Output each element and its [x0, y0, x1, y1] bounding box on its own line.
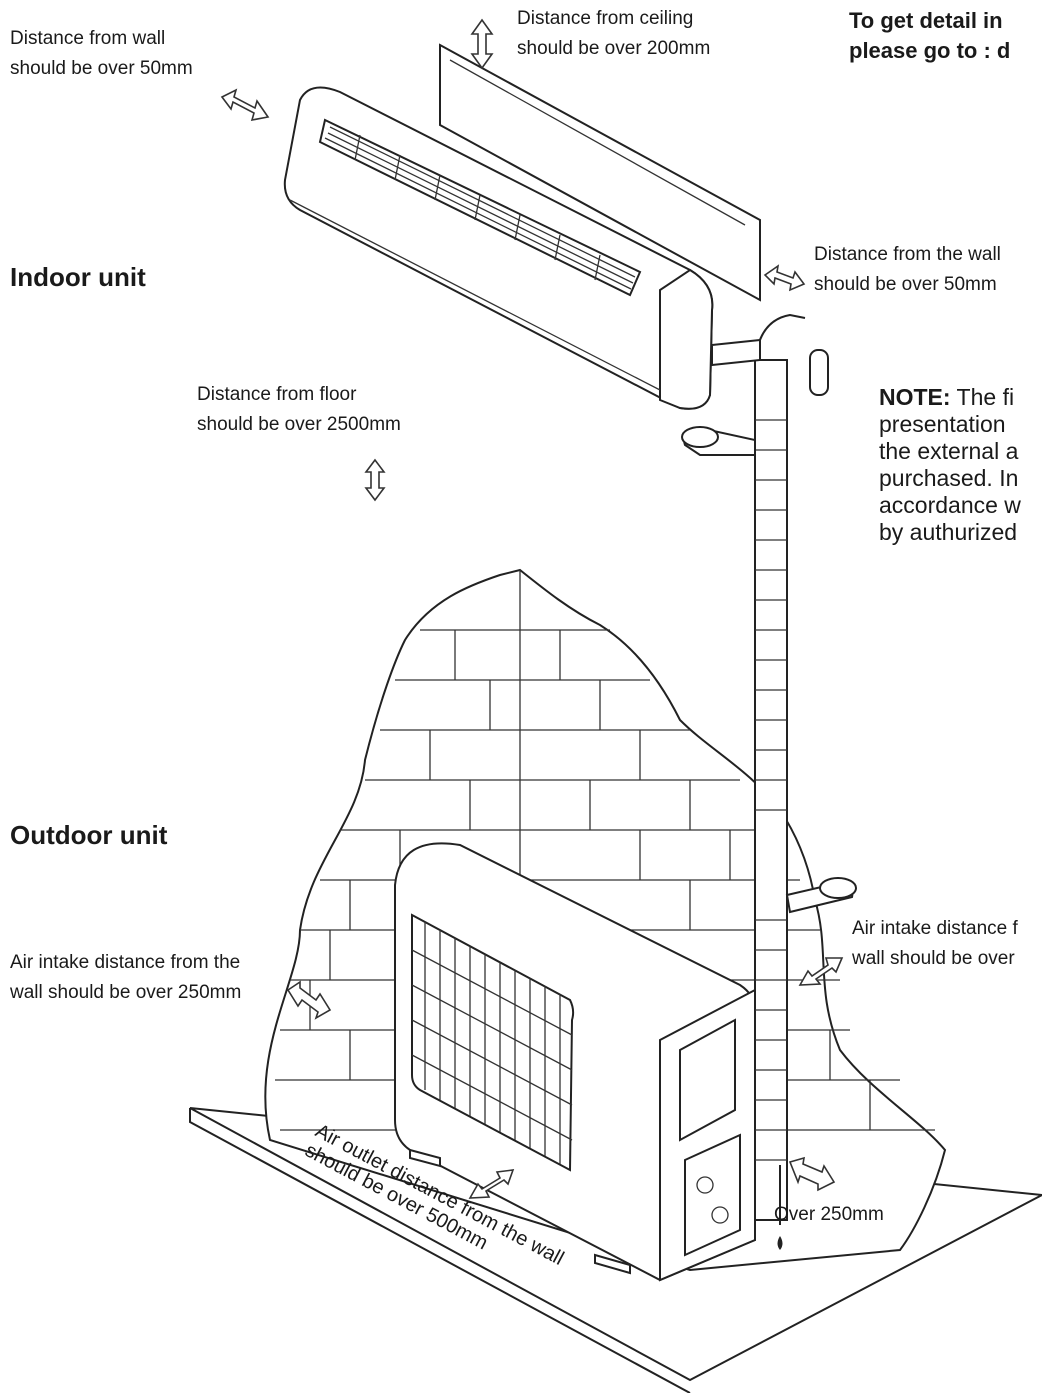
note-line: the external a	[879, 438, 1019, 464]
label-line: Air intake distance from the	[10, 952, 241, 973]
label-distance-wall-right: Distance from the wall should be over 50…	[814, 240, 1001, 300]
label-line: wall should be over 250mm	[10, 982, 242, 1003]
label-air-intake-left: Air intake distance from the wall should…	[10, 948, 241, 1008]
label-line: should be over 200mm	[517, 38, 711, 59]
connecting-pipe	[681, 313, 857, 1221]
outdoor-unit	[394, 842, 756, 1282]
drain-drop-icon	[777, 1165, 783, 1250]
label-distance-ceiling: Distance from ceiling should be over 200…	[517, 4, 710, 64]
top-link-line-2: please go to : d	[849, 38, 1011, 63]
double-arrow-icon	[788, 1156, 836, 1192]
indoor-unit	[283, 43, 761, 410]
double-arrow-icon	[364, 458, 386, 502]
double-arrow-icon	[286, 980, 332, 1020]
note-line: purchased. In	[879, 465, 1019, 491]
label-air-intake-right: Air intake distance f wall should be ove…	[852, 914, 1018, 974]
label-line: Air intake distance f	[852, 918, 1018, 939]
note-keyword: NOTE:	[879, 384, 951, 410]
label-line: Distance from floor	[197, 384, 357, 405]
label-distance-wall-left: Distance from wall should be over 50mm	[10, 24, 193, 84]
label-line: Distance from the wall	[814, 244, 1001, 265]
double-arrow-icon	[798, 957, 844, 986]
note-line: presentation	[879, 411, 1006, 437]
double-arrow-icon	[763, 264, 806, 292]
label-line: should be over 2500mm	[197, 414, 401, 435]
label-line: should be over 50mm	[10, 58, 193, 79]
double-arrow-icon	[220, 88, 270, 122]
note-line: The fi	[956, 384, 1015, 410]
note-block: NOTE: The fi presentation the external a…	[879, 384, 1021, 546]
double-arrow-icon	[468, 1169, 515, 1199]
double-arrow-icon	[470, 18, 494, 70]
detail-info-link-text: To get detail in please go to : d	[849, 6, 1010, 66]
label-over-250mm: Over 250mm	[774, 1204, 884, 1225]
label-distance-floor: Distance from floor should be over 2500m…	[197, 380, 401, 440]
label-line: Distance from ceiling	[517, 8, 694, 29]
top-link-line-1: To get detail in	[849, 8, 1003, 33]
note-line: accordance w	[879, 492, 1021, 518]
label-line: wall should be over	[852, 948, 1015, 969]
label-line: should be over 50mm	[814, 274, 997, 295]
heading-outdoor-unit: Outdoor unit	[10, 820, 168, 850]
label-line: Distance from wall	[10, 28, 166, 49]
note-line: by authurized	[879, 519, 1018, 545]
heading-indoor-unit: Indoor unit	[10, 262, 146, 292]
